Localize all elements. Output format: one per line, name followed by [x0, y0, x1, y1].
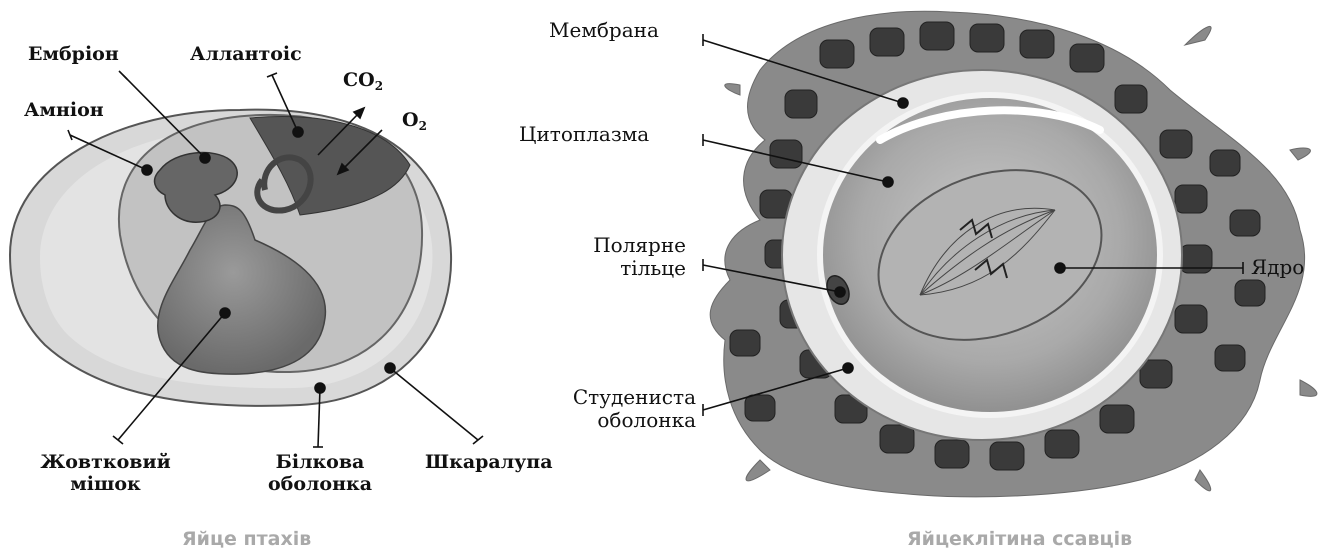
caption-mammal-egg: Яйцеклітина ссавців	[907, 528, 1132, 550]
label-nucleus: Ядро	[1251, 256, 1304, 279]
caption-bird-egg: Яйце птахів	[182, 528, 311, 550]
label-yolk-sac: Жовтковий мішок	[28, 452, 183, 496]
mammal-egg-illustration	[710, 11, 1317, 497]
bird-egg-illustration	[10, 110, 451, 406]
label-albumen: Білкова оболонка	[255, 452, 385, 496]
label-cytoplasm: Цитоплазма	[519, 123, 649, 146]
label-amnion: Амніон	[24, 100, 104, 122]
label-zona: Студениста оболонка	[546, 386, 696, 432]
label-embryo: Ембріон	[28, 44, 119, 66]
label-allantois: Аллантоіс	[190, 44, 302, 66]
label-polar-body: Полярне тільце	[566, 234, 686, 280]
label-membrane: Мембрана	[549, 19, 659, 42]
label-shell: Шкаралупа	[425, 452, 553, 474]
label-o2: O2	[402, 110, 427, 134]
label-co2: CO2	[343, 70, 383, 94]
